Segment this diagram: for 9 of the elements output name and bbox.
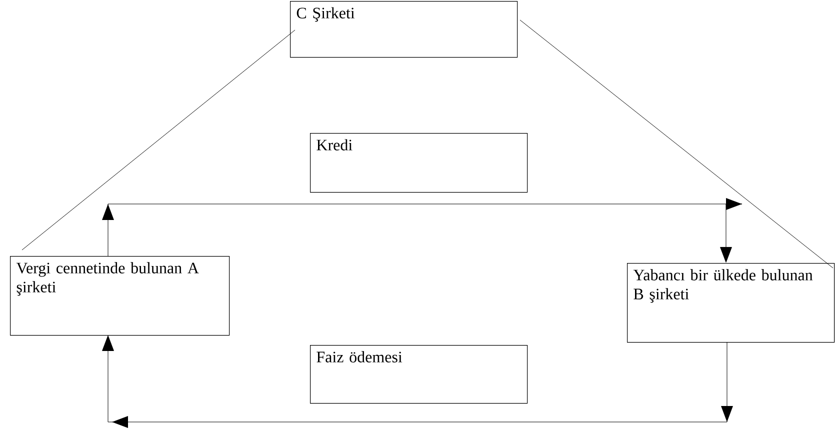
arrow	[102, 198, 742, 263]
text-box: Vergi cennetinde bulunan A şirketi	[10, 256, 230, 336]
text-box: Faiz ödemesi	[310, 344, 528, 404]
text-box: Kredi	[310, 132, 528, 193]
text-box: Yabancı bir ülkede bulunan B şirketi	[627, 262, 835, 343]
connector-line	[520, 20, 834, 268]
text-box: C Şirketi	[290, 1, 518, 58]
connector-line	[22, 30, 296, 250]
arrow	[102, 335, 733, 428]
